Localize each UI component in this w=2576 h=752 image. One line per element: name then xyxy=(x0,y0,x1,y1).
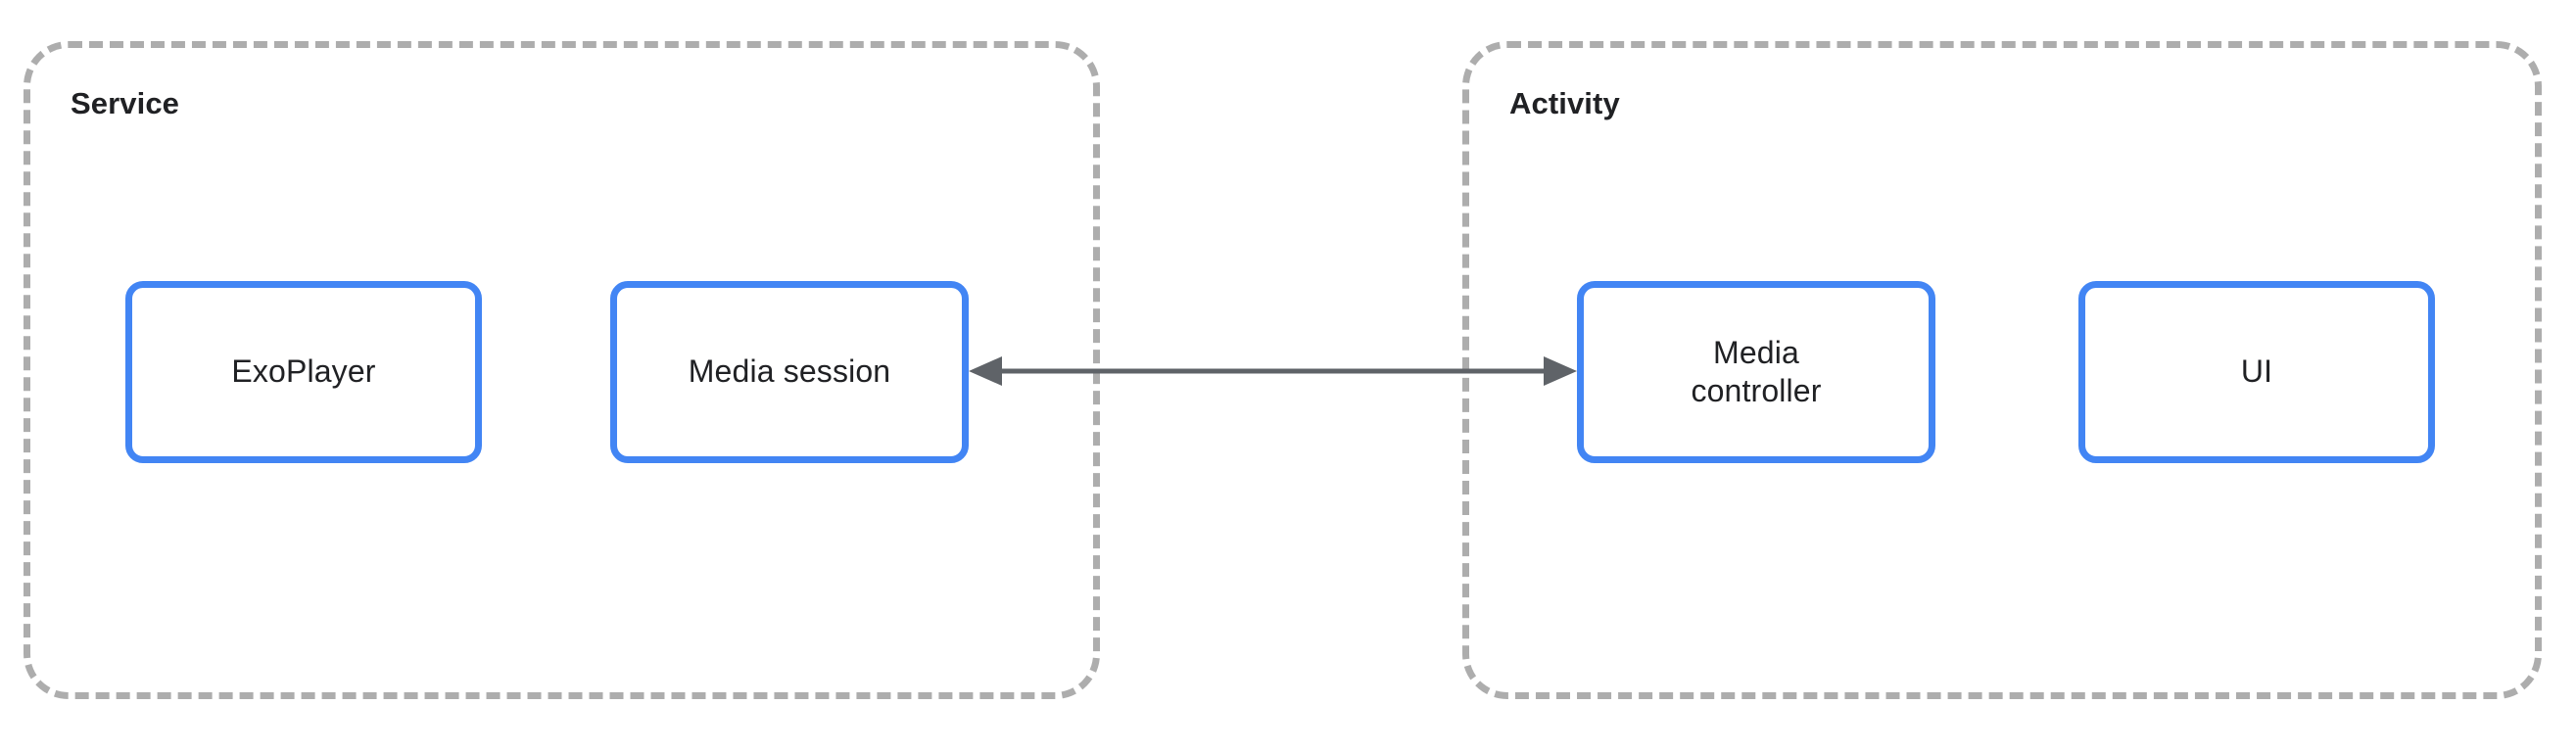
component-box-exoplayer[interactable]: ExoPlayer xyxy=(125,281,482,463)
component-label-media-session: Media session xyxy=(688,353,891,390)
component-box-media-controller[interactable]: Media controller xyxy=(1577,281,1935,463)
group-label-activity: Activity xyxy=(1509,86,1620,120)
component-label-media-controller: Media controller xyxy=(1691,334,1822,408)
component-label-exoplayer: ExoPlayer xyxy=(231,353,376,390)
component-label-ui: UI xyxy=(2240,353,2273,390)
component-box-media-session[interactable]: Media session xyxy=(610,281,969,463)
component-box-ui[interactable]: UI xyxy=(2078,281,2435,463)
group-label-service: Service xyxy=(71,86,180,120)
